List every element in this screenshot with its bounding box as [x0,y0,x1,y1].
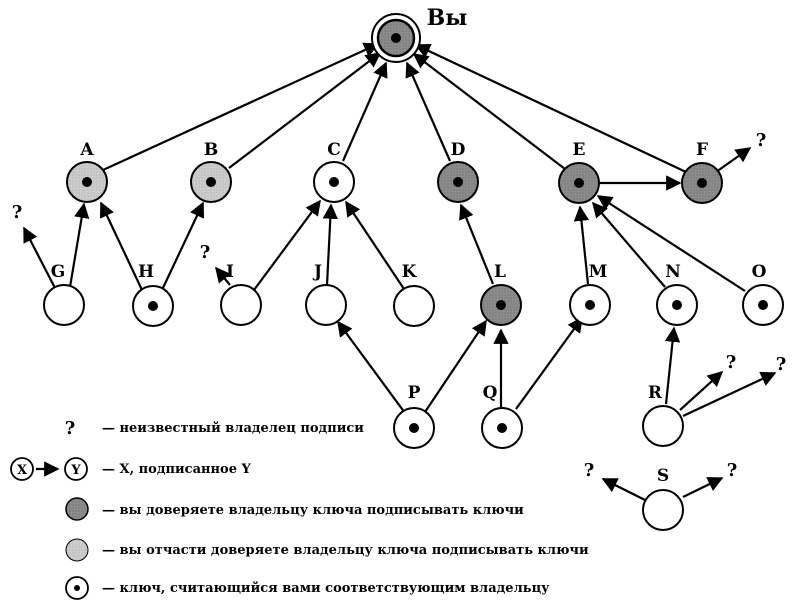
edge-B-you [228,52,382,169]
unknown-mark-f: ? [756,130,767,151]
node-labels: Вы A B C D E F G H I J K L M N O P Q R S [51,5,767,486]
edge-R-unknown-1 [679,370,724,411]
edge-H-A [99,201,143,291]
edge-D-you [405,61,452,162]
legend-partial-trust-swatch [65,538,89,562]
unknown-mark-s-right: ? [727,460,738,481]
you-label: Вы [427,5,468,31]
edge-I-unknown [215,266,231,286]
node-label-q: Q [483,383,498,403]
edge-G-A [68,202,90,288]
edge-J-C [322,203,338,286]
edge-F-you [414,43,687,173]
node-q [481,407,523,449]
node-o [742,284,784,326]
edge-Q-M [515,316,583,410]
node-n [656,284,698,326]
unknown-mark-i: ? [200,242,211,263]
unknown-mark-r-2: ? [776,354,787,375]
node-s [642,489,684,531]
unknown-mark-s-left: ? [584,460,595,481]
edge-E-you [412,53,566,170]
edge-P-J [337,320,406,414]
node-e [558,162,600,204]
legend-signed-text: — X, подписанное Y [102,462,252,477]
edge-N-E [591,201,666,288]
edge-F-unknown [715,147,752,173]
node-label-k: K [402,262,418,282]
node-label-d: D [451,140,466,160]
edge-C-you [341,61,388,162]
edge-O-E [596,195,746,292]
edge-R-N [664,326,681,405]
legend-valid-key-swatch [65,576,89,600]
legend-full-trust-swatch [65,497,89,521]
node-label-i: I [226,262,234,282]
node-k [393,285,435,327]
edge-A-you [102,42,380,172]
legend-x-symbol: X [17,463,28,478]
unknown-mark-g: ? [12,202,23,223]
node-label-n: N [665,262,681,282]
node-label-s: S [657,466,669,486]
node-h [132,285,174,327]
node-label-r: R [648,383,663,403]
edge-L-D [459,203,495,285]
legend-unknown-text: — неизвестный владелец подписи [102,421,364,436]
edges [23,42,777,501]
legend-signed-symbol [10,457,88,481]
node-i [220,284,262,326]
node-label-e: E [573,140,586,160]
node-m [569,284,611,326]
legend: ? — неизвестный владелец подписи X Y — X… [10,418,589,600]
legend-partial-trust-text: — вы отчасти доверяете владельцу ключа п… [102,543,589,558]
unknown-mark-r-1: ? [726,352,737,373]
node-j [305,284,347,326]
node-label-l: L [494,262,506,282]
edge-I-C [253,199,321,291]
unknown-marks: ? ? ? ? ? ? ? [12,130,787,481]
edge-P-L [424,319,487,413]
node-f [681,162,723,204]
node-g [43,284,85,326]
edge-S-unknown-right [682,477,724,498]
edge-G-unknown [23,226,56,289]
node-label-p: P [408,383,421,403]
edge-R-unknown-2 [682,371,777,417]
node-label-f: F [696,140,708,160]
legend-unknown-symbol: ? [65,418,76,439]
node-b [190,161,232,203]
legend-y-symbol: Y [70,463,81,478]
node-label-b: B [204,140,218,160]
node-r [642,405,684,447]
legend-full-trust-text: — вы доверяете владельцу ключа подписыва… [102,503,524,518]
node-label-o: O [752,262,767,282]
legend-valid-key-text: — ключ, считающийся вами соответствующим… [102,581,550,596]
nodes [43,13,784,531]
node-label-g: G [51,262,66,282]
edge-S-unknown-left [601,478,646,501]
node-label-h: H [138,262,154,282]
node-label-a: A [79,140,94,160]
node-label-c: C [327,140,341,160]
node-l [480,284,522,326]
edge-M-E [573,205,590,285]
node-p [393,407,435,449]
node-a [66,161,108,203]
node-d [437,161,479,203]
node-you [371,13,421,63]
node-c [313,161,355,203]
node-label-j: J [312,262,322,282]
edge-K-C [345,200,405,290]
node-label-m: M [589,262,608,282]
edge-H-B [161,201,205,291]
